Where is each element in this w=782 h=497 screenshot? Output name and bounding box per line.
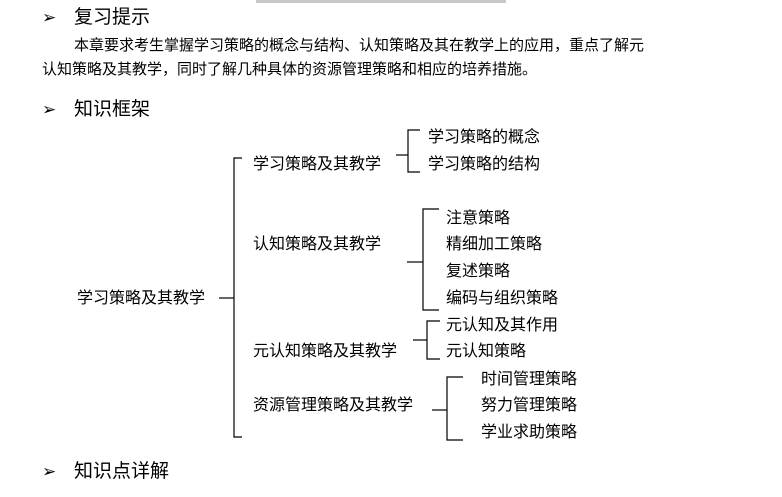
arrow-bullet-icon: ➢ <box>42 462 57 482</box>
section-title: 知识点详解 <box>74 460 170 482</box>
tree-branch-node: 学习策略及其教学 <box>253 154 382 173</box>
tree-branch-node: 资源管理策略及其教学 <box>253 395 414 414</box>
section-heading-framework: ➢ 知识框架 <box>42 98 150 121</box>
tree-leaf-node: 学习策略的概念 <box>428 127 541 146</box>
tree-leaf-node: 时间管理策略 <box>481 369 578 388</box>
tree-leaf-node: 编码与组织策略 <box>446 288 559 307</box>
top-scroll-edge <box>256 0 506 3</box>
review-text-line-1: 本章要求考生掌握学习策略的概念与结构、认知策略及其在教学上的应用，重点了解元 <box>74 36 645 54</box>
tree-leaf-node: 努力管理策略 <box>481 395 578 414</box>
arrow-bullet-icon: ➢ <box>42 100 57 120</box>
tree-branch-node: 元认知策略及其教学 <box>253 341 398 360</box>
tree-root-node: 学习策略及其教学 <box>77 288 206 307</box>
tree-leaf-node: 注意策略 <box>446 208 511 227</box>
tree-leaf-node: 元认知及其作用 <box>446 315 559 334</box>
tree-leaf-node: 精细加工策略 <box>446 234 543 253</box>
tree-leaf-node: 学业求助策略 <box>481 422 578 441</box>
section-title: 知识框架 <box>74 98 151 120</box>
review-text-line-2: 认知策略及其教学，同时了解几种具体的资源管理策略和相应的培养措施。 <box>42 60 538 78</box>
section-title: 复习提示 <box>74 6 151 28</box>
tree-leaf-node: 复述策略 <box>446 261 511 280</box>
section-heading-details: ➢ 知识点详解 <box>42 460 169 483</box>
tree-leaf-node: 元认知策略 <box>446 341 527 360</box>
tree-branch-node: 认知策略及其教学 <box>253 234 382 253</box>
tree-leaf-node: 学习策略的结构 <box>428 154 541 173</box>
arrow-bullet-icon: ➢ <box>42 8 57 28</box>
section-heading-review: ➢ 复习提示 <box>42 6 150 29</box>
